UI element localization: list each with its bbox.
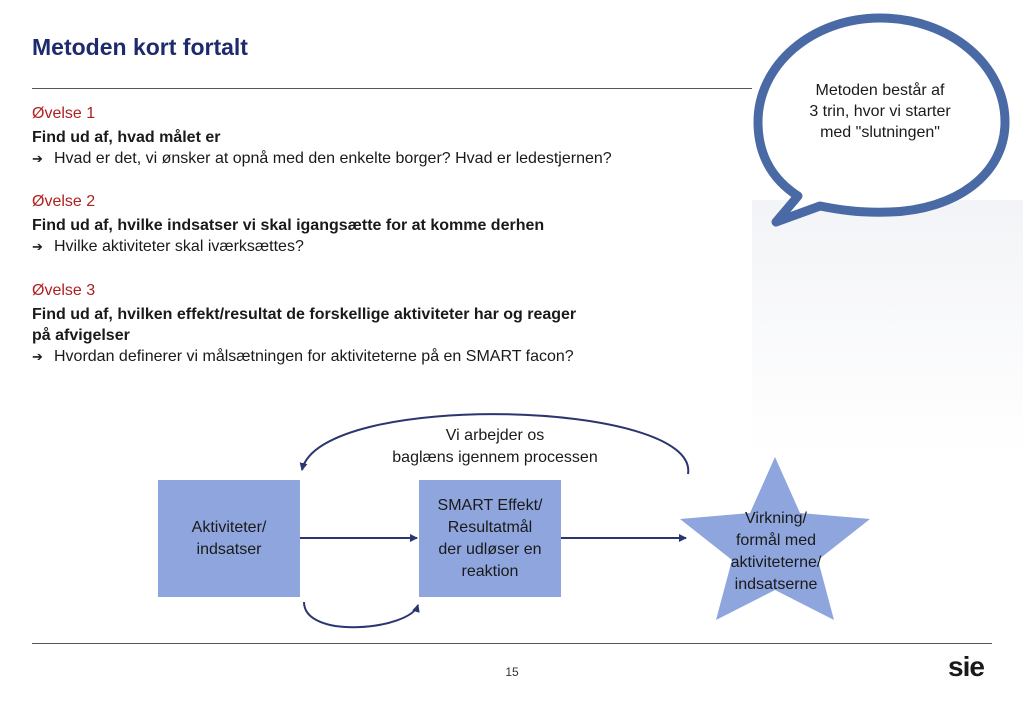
activities-box: Aktiviteter/ indsatser xyxy=(158,480,300,597)
smart-effect-box-line-4: reaktion xyxy=(461,562,519,580)
feedback-arrow xyxy=(303,601,420,629)
exercise-3-task-line2: på afvigelser xyxy=(32,327,130,344)
exercise-2-bullet: ➔ Hvilke aktiviteter skal iværksættes? xyxy=(32,238,304,256)
goal-star-line-3: aktiviteterne/ xyxy=(730,554,822,571)
exercise-1-bullet: ➔ Hvad er det, vi ønsker at opnå med den … xyxy=(32,150,612,168)
exercise-3-bullet-text: Hvordan definerer vi målsætningen for ak… xyxy=(54,348,574,365)
loop-label-line-1: Vi arbejder os xyxy=(445,427,545,444)
activities-box-line-1: Aktiviteter/ xyxy=(191,518,267,536)
exercise-3-bullet: ➔ Hvordan definerer vi målsætningen for a… xyxy=(32,348,574,366)
bubble-line-2: 3 trin, hvor vi starter xyxy=(809,103,951,120)
backward-loop-arrow xyxy=(299,413,690,475)
footer-divider xyxy=(32,643,992,644)
exercise-3-heading: Øvelse 3 xyxy=(32,282,96,299)
bubble-reflection xyxy=(752,200,1023,455)
page-number: 15 xyxy=(505,665,519,679)
sie-logo-icon: sie xyxy=(948,651,985,682)
goal-star xyxy=(680,457,870,620)
exercise-1-task: Find ud af, hvad målet er xyxy=(32,129,221,146)
smart-effect-box-line-3: der udløser en xyxy=(438,540,542,558)
exercise-2-bullet-text: Hvilke aktiviteter skal iværksættes? xyxy=(54,238,304,255)
smart-effect-box-line-1: SMART Effekt/ xyxy=(437,496,543,514)
goal-star-line-4: indsatserne xyxy=(734,576,818,593)
bubble-text: Metoden består af 3 trin, hvor vi starte… xyxy=(790,80,970,143)
right-arrow-icon: ➔ xyxy=(32,349,43,364)
speech-bubble xyxy=(753,13,1010,227)
right-arrow-icon: ➔ xyxy=(32,239,43,254)
exercise-2-task: Find ud af, hvilke indsatser vi skal iga… xyxy=(32,217,545,234)
exercise-1-heading: Øvelse 1 xyxy=(32,105,96,122)
exercise-2-heading: Øvelse 2 xyxy=(32,193,96,210)
bubble-line-3: med "slutningen" xyxy=(820,124,940,141)
goal-star-line-1: Virkning/ xyxy=(745,510,807,527)
bubble-line-1: Metoden består af xyxy=(815,82,945,99)
smart-effect-box: SMART Effekt/ Resultatmål der udløser en… xyxy=(419,480,561,597)
goal-star-text: Virkning/ formål med aktiviteterne/ inds… xyxy=(716,508,836,596)
exercise-1-bullet-text: Hvad er det, vi ønsker at opnå med den e… xyxy=(54,150,612,167)
exercise-3-task-line1: Find ud af, hvilken effekt/resultat de f… xyxy=(32,306,577,323)
loop-label: Vi arbejder os baglæns igennem processen xyxy=(360,425,630,469)
goal-star-line-2: formål med xyxy=(735,532,817,549)
loop-label-line-2: baglæns igennem processen xyxy=(392,449,598,466)
title-divider xyxy=(32,88,752,89)
page-title: Metoden kort fortalt xyxy=(32,34,248,60)
smart-effect-box-line-2: Resultatmål xyxy=(447,518,533,536)
right-arrow-icon: ➔ xyxy=(32,151,43,166)
activities-box-line-2: indsatser xyxy=(196,540,262,558)
